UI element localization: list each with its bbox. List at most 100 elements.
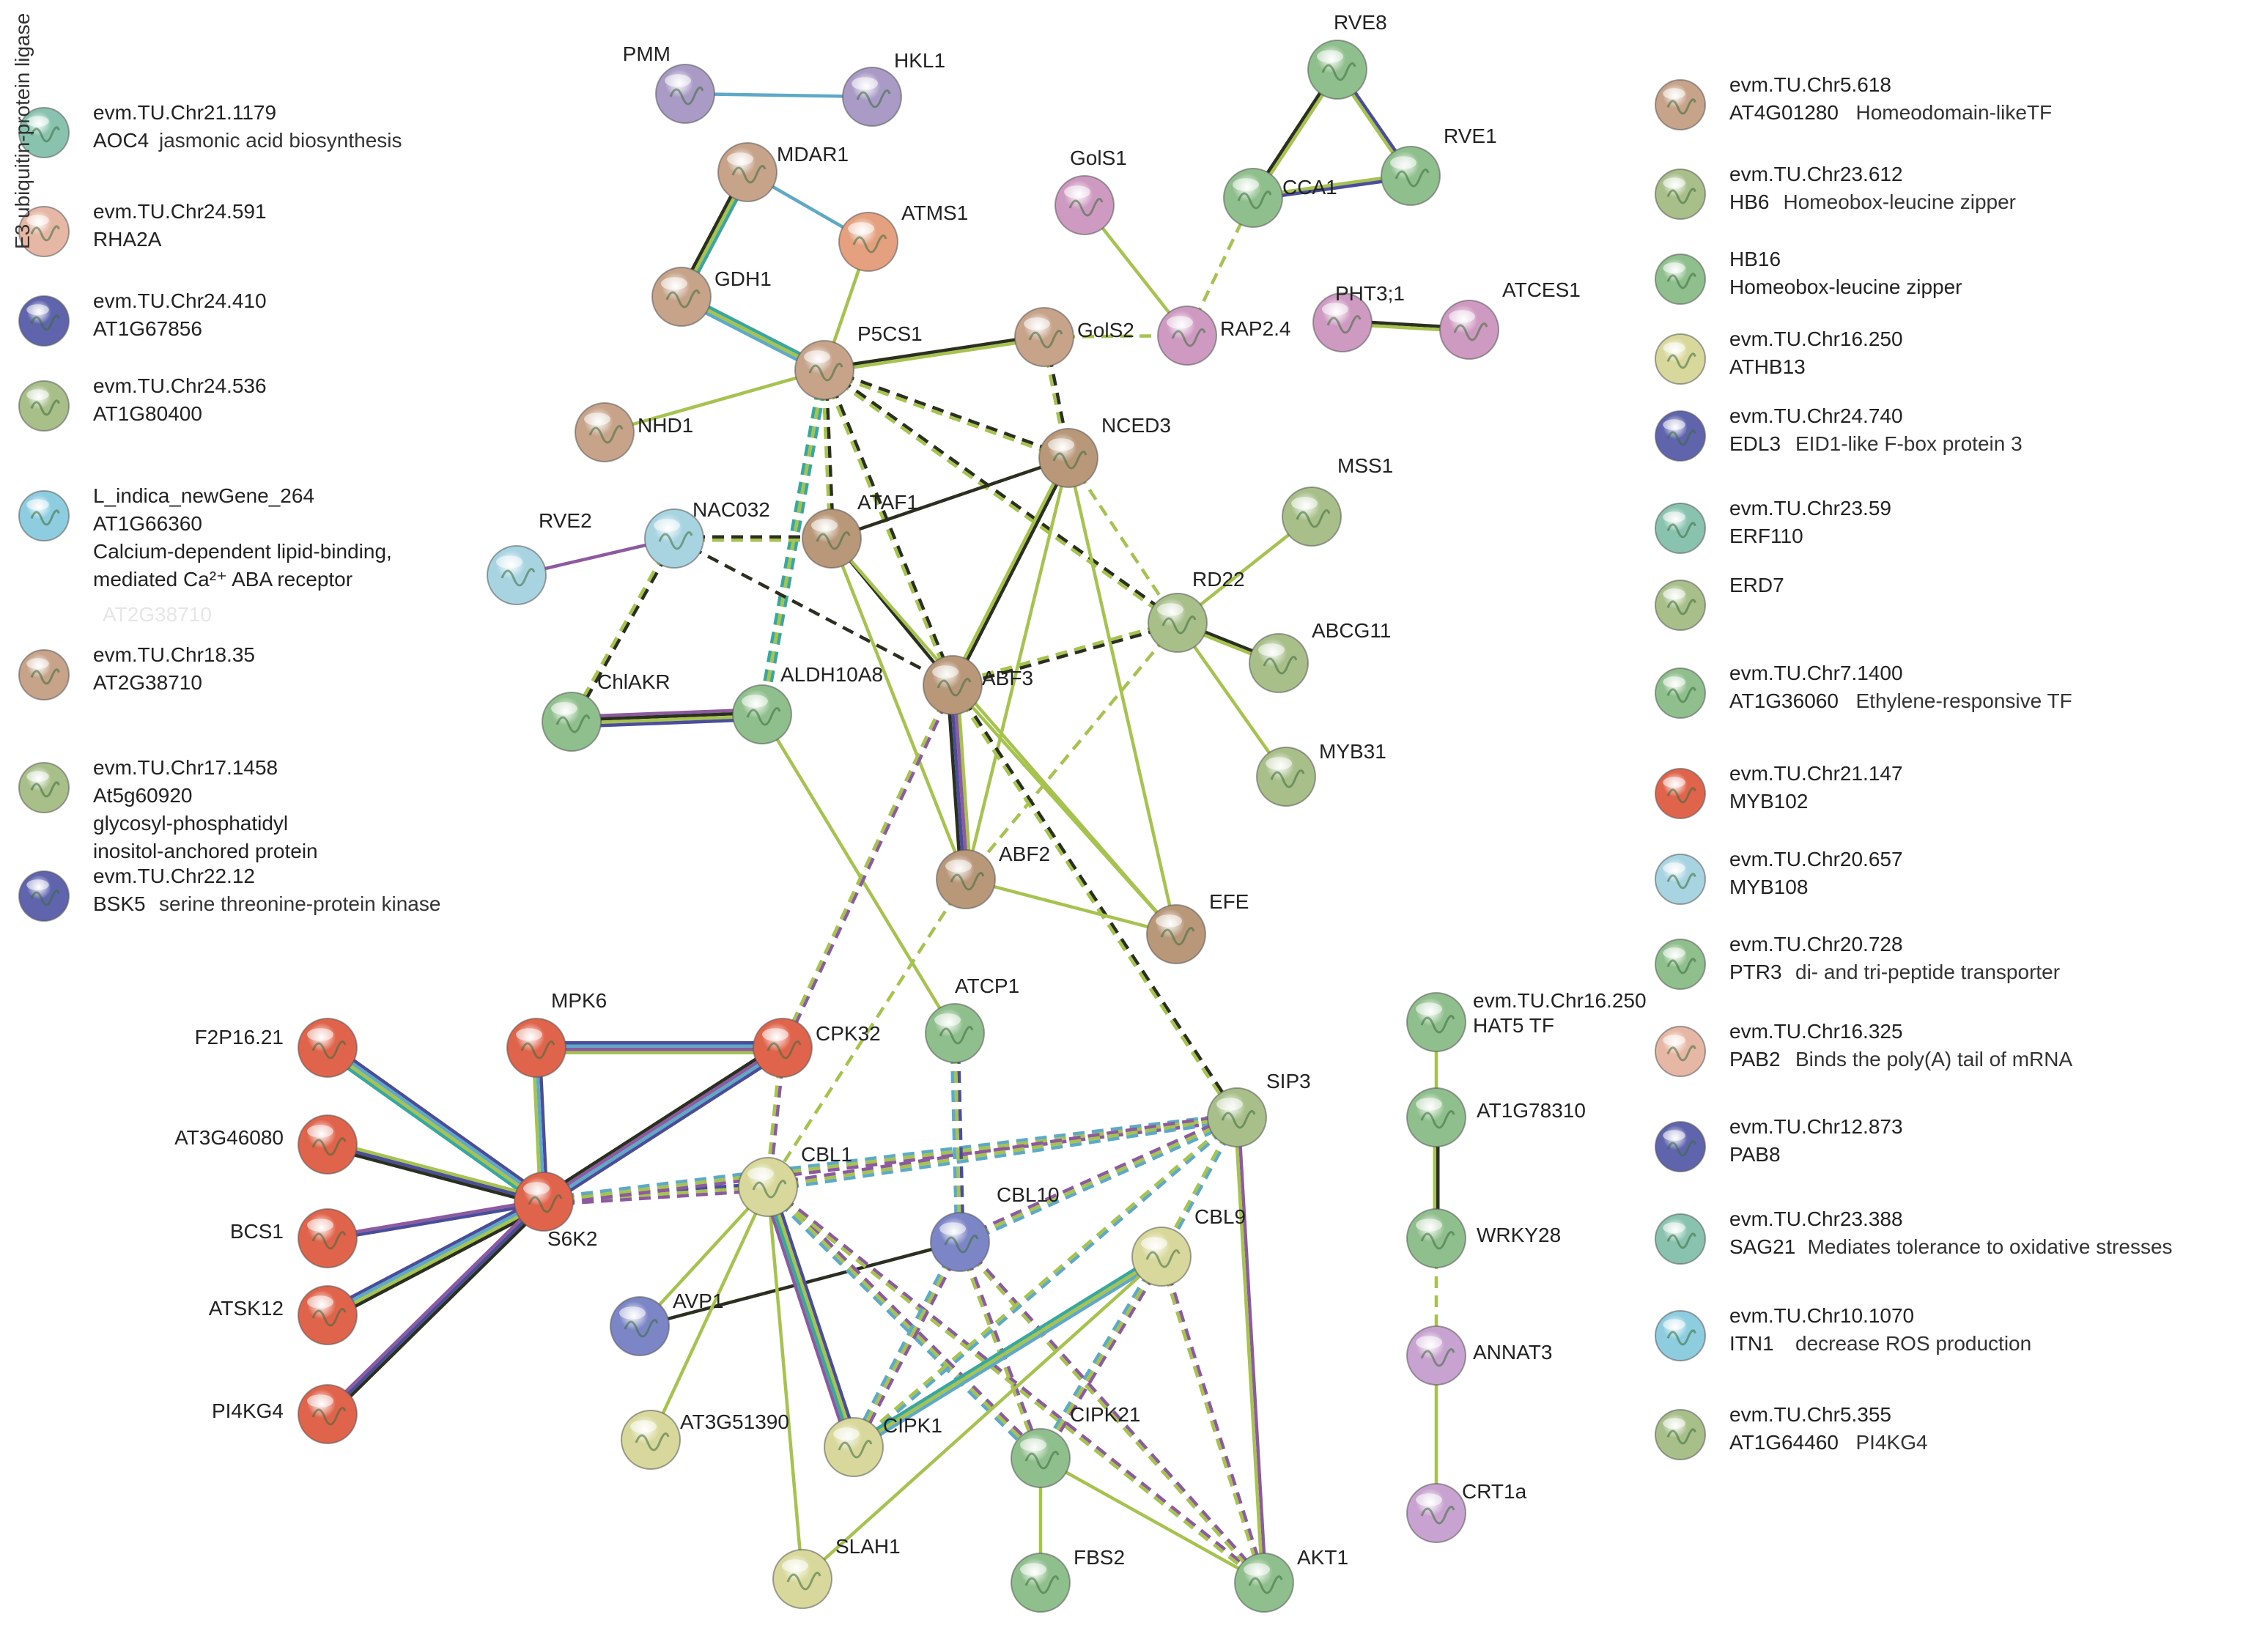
node-cpk32[interactable]: CPK32 — [753, 1018, 881, 1078]
legend-bead-left-1[interactable] — [18, 206, 70, 257]
node-label-atces1: ATCES1 — [1502, 278, 1581, 301]
node-atces1[interactable]: ATCES1 — [1439, 278, 1581, 360]
node-cbl9[interactable]: CBL9 — [1131, 1205, 1246, 1287]
legend-bead-left-3[interactable] — [18, 380, 70, 432]
node-pi4kg4[interactable]: PI4KG4 — [212, 1384, 358, 1444]
edge-cbl10-cipk21 — [956, 1240, 1044, 1460]
node-hkl1[interactable]: HKL1 — [842, 49, 945, 127]
legend-bead-right-11[interactable] — [1655, 1026, 1706, 1077]
legend-text-left-3-1: AT1G80400 — [93, 402, 202, 425]
node-rve2[interactable]: RVE2 — [487, 509, 592, 605]
edge-nac032-chlakr — [569, 536, 677, 724]
node-atsk12[interactable]: ATSK12 — [209, 1285, 358, 1345]
node-cbl10[interactable]: CBL10 — [930, 1183, 1060, 1272]
node-abf2[interactable]: ABF2 — [936, 843, 1050, 909]
node-abf3[interactable]: ABF3 — [923, 655, 1033, 715]
node-efe[interactable]: EFE — [1146, 890, 1249, 964]
legend-bead-right-14[interactable] — [1655, 1310, 1706, 1361]
node-atcp1[interactable]: ATCP1 — [925, 974, 1019, 1063]
node-crt1a[interactable]: CRT1a — [1406, 1480, 1527, 1543]
legend-bead-right-7[interactable] — [1655, 667, 1706, 719]
node-pmm[interactable]: PMM — [623, 42, 715, 124]
node-abcg11[interactable]: ABCG11 — [1249, 619, 1391, 693]
node-nced3[interactable]: NCED3 — [1038, 414, 1171, 488]
node-cbl1[interactable]: CBL1 — [738, 1143, 852, 1217]
node-f2p16-21[interactable]: F2P16.21 — [195, 1018, 358, 1078]
legend-bead-right-10[interactable] — [1655, 939, 1706, 990]
node-annat3[interactable]: ANNAT3 — [1406, 1325, 1552, 1386]
legend-bead-right-0[interactable] — [1655, 79, 1706, 130]
legend-bead-right-15[interactable] — [1655, 1409, 1706, 1460]
node-gols2[interactable]: GolS2 — [1014, 307, 1134, 367]
node-chlakr[interactable]: ChlAKR — [542, 670, 671, 752]
legend-bead-right-2[interactable] — [1655, 254, 1706, 305]
legend-bead-right-12[interactable] — [1655, 1121, 1706, 1172]
node-mdar1[interactable]: MDAR1 — [717, 142, 849, 202]
legend-bead-right-13[interactable] — [1655, 1213, 1706, 1265]
node-rd22[interactable]: RD22 — [1148, 568, 1245, 653]
legend-bead-right-9[interactable] — [1655, 854, 1706, 905]
node-wrky28[interactable]: WRKY28 — [1406, 1208, 1561, 1268]
legend-bead-right-4[interactable] — [1655, 410, 1706, 462]
node-label-cipk21: CIPK21 — [1070, 1403, 1141, 1426]
node-rve8[interactable]: RVE8 — [1307, 11, 1387, 100]
node-cipk1[interactable]: CIPK1 — [824, 1414, 942, 1477]
node-ataf1[interactable]: ATAF1 — [802, 491, 918, 569]
legend-bead-right-6[interactable] — [1655, 580, 1706, 631]
node-gdh1[interactable]: GDH1 — [651, 267, 772, 327]
node-myb31[interactable]: MYB31 — [1256, 740, 1386, 807]
node-slah1[interactable]: SLAH1 — [772, 1535, 901, 1609]
node-p5cs1[interactable]: P5CS1 — [794, 322, 923, 400]
node-label-wrky28: WRKY28 — [1477, 1224, 1561, 1246]
legend-bead-right-1[interactable] — [1655, 169, 1706, 220]
node-nac032[interactable]: NAC032 — [644, 498, 770, 569]
node-at3g46080[interactable]: AT3G46080 — [174, 1114, 358, 1175]
node-pht3-1[interactable]: PHT3;1 — [1312, 282, 1405, 352]
edge-at3g46080-s6k2 — [326, 1139, 545, 1207]
legend-bead-right-5[interactable] — [1655, 503, 1706, 554]
legend-bead-right-8[interactable] — [1655, 768, 1706, 819]
node-at3g51390[interactable]: AT3G51390 — [621, 1410, 789, 1470]
node-avp1[interactable]: AVP1 — [610, 1290, 724, 1356]
node-atms1[interactable]: ATMS1 — [838, 201, 968, 272]
node-fbs2[interactable]: FBS2 — [1011, 1546, 1125, 1613]
legend-text-right-9-1: MYB108 — [1729, 876, 1808, 898]
node-mpk6[interactable]: MPK6 — [506, 989, 607, 1078]
node-sip3[interactable]: SIP3 — [1207, 1070, 1311, 1147]
node-nhd1[interactable]: NHD1 — [575, 402, 693, 462]
node-bcs1[interactable]: BCS1 — [230, 1208, 358, 1268]
node-label-cbl1: CBL1 — [801, 1143, 852, 1166]
node-akt1[interactable]: AKT1 — [1234, 1546, 1348, 1613]
edge-cipk21-akt1 — [1039, 1457, 1266, 1584]
node-gols1[interactable]: GolS1 — [1054, 147, 1127, 235]
edge-atcp1-cbl10 — [950, 1032, 965, 1243]
node-rap2-4[interactable]: RAP2.4 — [1157, 306, 1291, 366]
node-at1g78310[interactable]: AT1G78310 — [1406, 1087, 1586, 1147]
node-label-atms1: ATMS1 — [901, 201, 968, 224]
node-rve1[interactable]: RVE1 — [1381, 125, 1497, 206]
node-label-s6k2: S6K2 — [547, 1227, 598, 1250]
legend-bead-left-5[interactable] — [18, 649, 70, 700]
edge-rd22-myb31 — [1176, 621, 1288, 778]
node-cipk21[interactable]: CIPK21 — [1011, 1403, 1141, 1488]
legend-bead-left-2[interactable] — [18, 295, 70, 347]
node-aldh10a8[interactable]: ALDH10A8 — [732, 663, 883, 744]
legend-bead-left-7[interactable] — [18, 870, 70, 922]
legend-bead-left-6[interactable] — [18, 762, 70, 813]
node-mss1[interactable]: MSS1 — [1282, 454, 1393, 547]
node-label-sip3: SIP3 — [1266, 1070, 1311, 1092]
legend-bead-left-0[interactable] — [18, 107, 70, 158]
legend-bead-left-4[interactable] — [18, 490, 70, 541]
legend-bead-right-3[interactable] — [1655, 333, 1706, 385]
node-s6k2[interactable]: S6K2 — [514, 1172, 598, 1250]
node-cca1[interactable]: CCA1 — [1223, 168, 1337, 228]
